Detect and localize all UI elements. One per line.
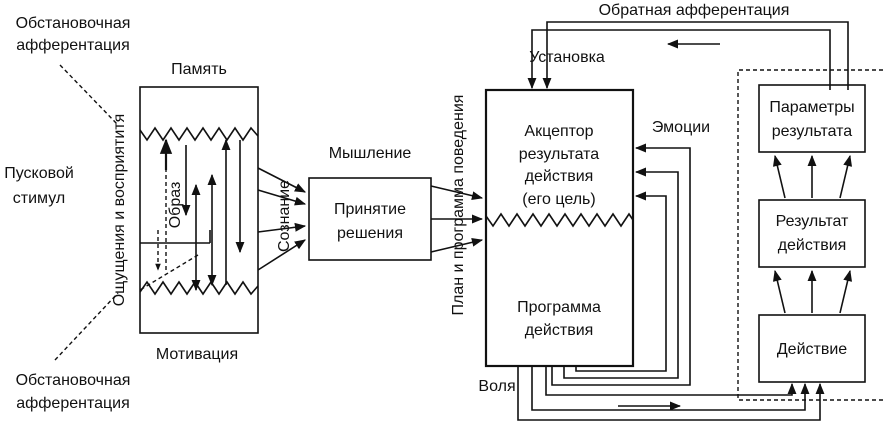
setting-label: Установка bbox=[529, 49, 605, 66]
arrow-to-decision-4 bbox=[257, 239, 306, 271]
result-to-params-3 bbox=[839, 154, 853, 199]
arrow-to-decision-2 bbox=[257, 189, 307, 206]
result-to-params-1 bbox=[772, 154, 786, 199]
afferent-synthesis-block bbox=[139, 86, 259, 334]
decision-label-2: решения bbox=[337, 225, 403, 242]
arrow-to-decision-1 bbox=[257, 167, 306, 193]
situational-afferent-bottom-2: афферентация bbox=[16, 395, 130, 412]
result-label-1: Результат bbox=[776, 213, 849, 230]
afferent-box bbox=[139, 86, 259, 334]
situational-afferent-bottom-1: Обстановочная bbox=[16, 372, 131, 389]
result-label-2: действия bbox=[778, 237, 847, 254]
arrow-to-acceptor-3 bbox=[430, 237, 484, 253]
arrow-to-acceptor-1 bbox=[430, 185, 484, 201]
feedback-loop-inner bbox=[531, 29, 831, 90]
memory-label: Память bbox=[171, 61, 227, 78]
acceptor-program-box bbox=[484, 88, 635, 368]
result-box bbox=[758, 199, 866, 268]
situational-afferent-top-2: афферентация bbox=[16, 37, 130, 54]
will-line-1 bbox=[545, 366, 797, 396]
acceptor-label-1: Акцептор bbox=[524, 123, 593, 140]
program-label-1: Программа bbox=[517, 299, 601, 316]
emotion-arrow-3 bbox=[575, 191, 667, 372]
acceptor-label-4: (его цель) bbox=[522, 191, 595, 208]
plan-label: План и программа поведения bbox=[450, 95, 467, 316]
trigger-label-1: Пусковой bbox=[4, 165, 74, 182]
emotion-arrow-2 bbox=[563, 167, 679, 379]
leader-image bbox=[139, 254, 199, 291]
will-label: Воля bbox=[478, 378, 515, 395]
thinking-label: Мышление bbox=[329, 145, 412, 162]
decision-box bbox=[308, 177, 432, 261]
will-line-2 bbox=[531, 366, 810, 411]
motivation-label: Мотивация bbox=[156, 346, 238, 363]
feedback-loop-outer bbox=[546, 21, 849, 90]
params-label-1: Параметры bbox=[769, 99, 854, 116]
motivation-zigzag bbox=[139, 280, 259, 296]
memory-zigzag bbox=[139, 126, 259, 142]
trigger-label-2: стимул bbox=[13, 190, 65, 207]
consciousness-label: Сознание bbox=[276, 180, 293, 252]
emotion-arrow-1 bbox=[551, 143, 691, 386]
leader-bottom bbox=[54, 292, 119, 361]
acceptor-label-2: результата bbox=[519, 146, 600, 163]
emotions-label: Эмоции bbox=[652, 119, 710, 136]
sensations-label: Ощущения и восприятитя bbox=[111, 114, 128, 307]
leader-top bbox=[59, 64, 119, 126]
action-box bbox=[758, 314, 866, 383]
acceptor-zigzag bbox=[485, 212, 634, 228]
program-label-2: действия bbox=[525, 322, 594, 339]
params-label-2: результата bbox=[772, 123, 853, 140]
arrow-to-decision-3 bbox=[257, 222, 307, 233]
action-label: Действие bbox=[777, 341, 847, 358]
situational-afferent-top-1: Обстановочная bbox=[16, 15, 131, 32]
feedback-afferent-label: Обратная афферентация bbox=[599, 2, 790, 19]
params-box bbox=[758, 84, 866, 153]
will-line-3 bbox=[517, 366, 825, 421]
action-to-result-3 bbox=[839, 269, 853, 314]
action-to-result-1 bbox=[772, 269, 786, 314]
decision-label-1: Принятие bbox=[334, 201, 406, 218]
image-label: Образ bbox=[167, 182, 184, 229]
acceptor-label-3: действия bbox=[525, 168, 594, 185]
right-dashed-frame bbox=[737, 69, 883, 401]
